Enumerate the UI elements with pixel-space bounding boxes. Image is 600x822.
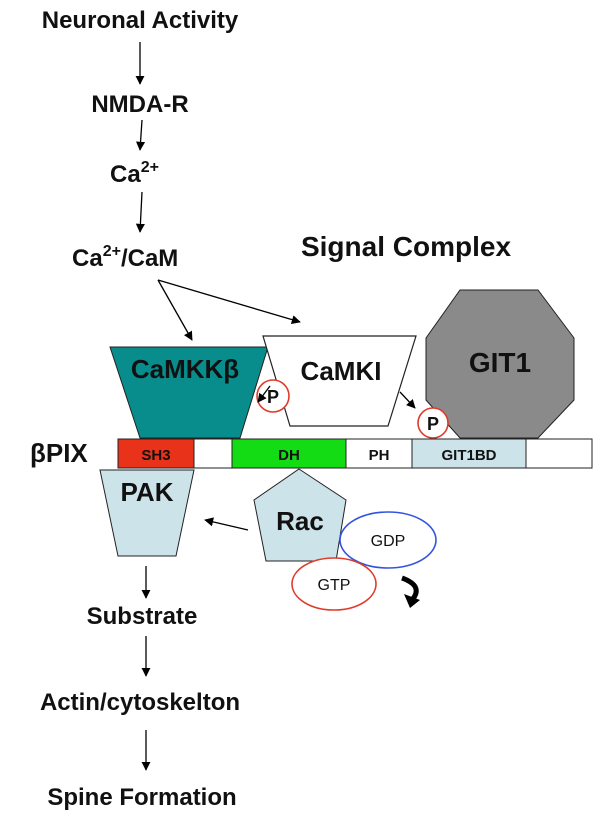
neuronal-activity-label: Neuronal Activity xyxy=(42,7,239,34)
spine-formation-label: Spine Formation xyxy=(47,784,236,811)
actin-label: Actin/cytoskelton xyxy=(40,689,240,716)
bpix-domain-spacer-1 xyxy=(193,438,233,469)
git1-label: GIT1 xyxy=(469,347,531,378)
phospho-camki-label: P xyxy=(267,387,279,407)
arrow-camki-phospho xyxy=(399,391,416,409)
signal-complex-title: Signal Complex xyxy=(301,231,511,262)
arrow-camkkb-phospho xyxy=(257,385,271,403)
phospho-bpix-label: P xyxy=(427,414,439,434)
camki-label: CaMKI xyxy=(301,356,382,386)
ca-cam-prefix: Ca xyxy=(72,245,103,272)
bpix-domain-spacer-2 xyxy=(525,438,593,469)
gdp-oval xyxy=(339,511,437,569)
ca-cam-superscript: 2+ xyxy=(103,243,121,260)
curved-arrow-head xyxy=(404,594,420,608)
gtp-label: GTP xyxy=(318,577,351,594)
ca-cam-suffix: /CaM xyxy=(121,245,178,272)
pak-label: PAK xyxy=(121,477,174,507)
git1-shape xyxy=(425,289,575,439)
dh-label: DH xyxy=(278,447,300,464)
ca-text: Ca xyxy=(110,161,141,188)
gdp-label: GDP xyxy=(371,533,406,550)
bpix-domain-dh xyxy=(231,438,347,469)
gtp-oval xyxy=(291,557,377,611)
arrow-rac-to-pak xyxy=(204,517,249,531)
bpix-label: βPIX xyxy=(30,438,88,468)
git1bd-label: GIT1BD xyxy=(441,447,496,464)
ca-ion-label: Ca2+ xyxy=(110,159,159,188)
ca-superscript: 2+ xyxy=(141,159,159,176)
arrow-cacam-to-camkkb xyxy=(157,279,193,341)
arrow-cacam-to-camki xyxy=(157,279,301,325)
nmda-r-label: NMDA-R xyxy=(91,91,188,118)
sh3-label: SH3 xyxy=(141,447,170,464)
camkkb-label: CaMKKβ xyxy=(131,354,239,384)
phospho-circle-camki xyxy=(256,379,290,413)
rac-label: Rac xyxy=(276,506,324,536)
substrate-label: Substrate xyxy=(87,603,198,630)
camkkb-shape xyxy=(109,346,269,439)
pak-shape xyxy=(99,469,195,557)
rac-shape xyxy=(253,468,347,562)
arrow-nmdar-to-ca xyxy=(136,119,146,151)
phospho-circle-bpix xyxy=(417,407,449,439)
ph-label: PH xyxy=(369,447,390,464)
ca-cam-label: Ca2+/CaM xyxy=(72,243,178,272)
arrow-ca-to-cacam xyxy=(135,191,145,233)
